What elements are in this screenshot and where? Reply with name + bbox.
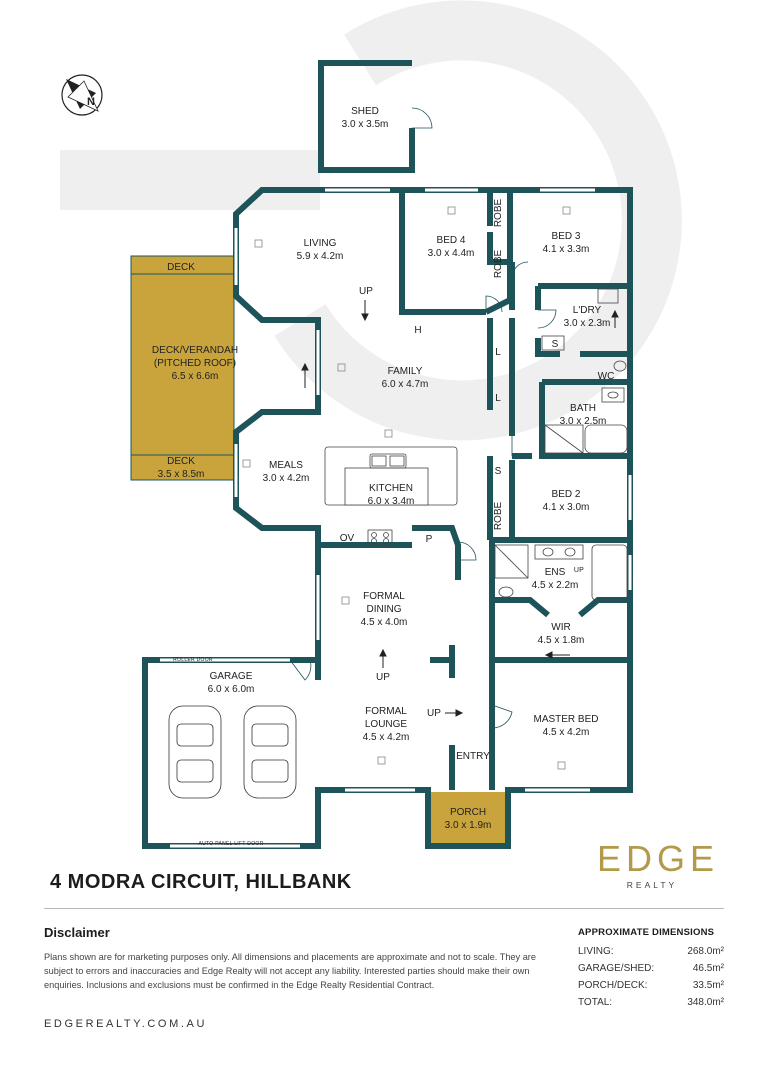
master-bed-name: MASTER BED <box>533 714 598 725</box>
formal-dining-size: 4.5 x 4.0m <box>361 617 408 628</box>
dimensions-title: APPROXIMATE DIMENSIONS <box>578 927 715 938</box>
meals-size: 3.0 x 4.2m <box>263 473 310 484</box>
divider <box>44 908 724 909</box>
entry-name: ENTRY <box>456 751 490 762</box>
linen-label: L <box>495 393 501 404</box>
walls <box>142 60 633 849</box>
porch-area <box>428 792 508 847</box>
dimensions-row: LIVING: 268.0m² <box>578 946 724 963</box>
formal-lounge-line2: LOUNGE <box>365 719 408 730</box>
floor-plan: N <box>60 0 682 849</box>
wir-size: 4.5 x 1.8m <box>538 635 585 646</box>
living-name: LIVING <box>304 238 337 249</box>
robe-label: ROBE <box>493 502 504 531</box>
direction-arrows <box>301 300 619 717</box>
kitchen-size: 6.0 x 3.4m <box>368 496 415 507</box>
car-icon <box>243 705 297 799</box>
dimensions-table: APPROXIMATE DIMENSIONS LIVING: 268.0m² G… <box>578 927 724 1014</box>
formal-lounge-line1: FORMAL <box>365 706 407 717</box>
disclaimer-text: Plans shown are for marketing purposes o… <box>44 952 536 990</box>
dimension-label: GARAGE/SHED: <box>578 963 655 974</box>
bed4-name: BED 4 <box>437 235 466 246</box>
up-label: UP <box>427 708 441 719</box>
deck-area <box>130 255 235 481</box>
laundry-size: 3.0 x 2.3m <box>564 318 611 329</box>
up-label: UP <box>359 286 373 297</box>
watermark-logo <box>60 0 682 441</box>
dimensions-row: PORCH/DECK: 33.5m² <box>578 980 724 997</box>
oven-label: OV <box>340 533 355 544</box>
deck-verandah-size: 6.5 x 6.6m <box>172 371 219 382</box>
bed3-size: 4.1 x 3.3m <box>543 244 590 255</box>
bath-size: 3.0 x 2.5m <box>560 416 607 427</box>
compass-north-label: N <box>87 96 95 108</box>
dimension-label: TOTAL: <box>578 997 613 1008</box>
disclaimer-title: Disclaimer <box>44 925 110 940</box>
robe-label: ROBE <box>493 199 504 228</box>
car-icon <box>168 705 222 799</box>
living-size: 5.9 x 4.2m <box>297 251 344 262</box>
formal-lounge-size: 4.5 x 4.2m <box>363 732 410 743</box>
garage-size: 6.0 x 6.0m <box>208 684 255 695</box>
deck-bottom-name: DECK <box>167 456 195 467</box>
meals-name: MEALS <box>269 460 303 471</box>
deck-top-name: DECK <box>167 262 195 273</box>
pantry-label: P <box>426 534 433 545</box>
auto-door-label: AUTO PANEL LIFT DOOR <box>199 841 264 847</box>
up-label: UP <box>376 672 390 683</box>
windows <box>160 188 632 848</box>
edge-realty-logo: EDGE REALTY <box>580 828 726 894</box>
robe-label: ROBE <box>493 250 504 279</box>
dimension-value: 46.5m² <box>692 963 724 974</box>
garage-name: GARAGE <box>210 671 253 682</box>
dimensions-row: TOTAL: 348.0m² <box>578 997 724 1014</box>
up-label: UP <box>574 567 584 574</box>
roller-door-label: ROLLER DOOR <box>173 657 213 663</box>
ens-size: 4.5 x 2.2m <box>532 580 579 591</box>
family-name: FAMILY <box>388 366 423 377</box>
bath-name: BATH <box>570 403 596 414</box>
bed4-size: 3.0 x 4.4m <box>428 248 475 259</box>
formal-dining-line1: FORMAL <box>363 591 405 602</box>
compass-icon: N <box>61 74 103 116</box>
dimension-value: 348.0m² <box>687 997 724 1008</box>
porch-name: PORCH <box>450 807 486 818</box>
dimension-label: LIVING: <box>578 946 614 957</box>
deck-verandah-line2: (PITCHED ROOF) <box>154 358 236 369</box>
bed3-name: BED 3 <box>552 231 581 242</box>
family-size: 6.0 x 4.7m <box>382 379 429 390</box>
logo-subtext: REALTY <box>626 880 678 890</box>
dimension-value: 268.0m² <box>687 946 724 957</box>
bed2-size: 4.1 x 3.0m <box>543 502 590 513</box>
master-bed-size: 4.5 x 4.2m <box>543 727 590 738</box>
bed2-name: BED 2 <box>552 489 581 500</box>
deck-verandah-line1: DECK/VERANDAH <box>152 345 238 356</box>
linen-label: L <box>495 347 501 358</box>
dimensions-row: GARAGE/SHED: 46.5m² <box>578 963 724 980</box>
website-link[interactable]: EDGEREALTY.COM.AU <box>44 1018 207 1030</box>
laundry-name: L'DRY <box>573 305 602 316</box>
dimension-label: PORCH/DECK: <box>578 980 648 991</box>
storage-label: S <box>552 339 559 350</box>
formal-dining-line2: DINING <box>367 604 402 615</box>
shed-name: SHED <box>351 106 379 117</box>
deck-bottom-size: 3.5 x 8.5m <box>158 469 205 480</box>
kitchen-name: KITCHEN <box>369 483 413 494</box>
logo-wordmark: EDGE <box>597 838 720 879</box>
storage-label: S <box>495 466 502 477</box>
door-swings <box>289 107 557 729</box>
property-address: 4 MODRA CIRCUIT, HILLBANK <box>50 871 352 893</box>
dimension-value: 33.5m² <box>692 980 724 991</box>
ens-name: ENS <box>545 567 566 578</box>
heater-label: H <box>414 325 421 336</box>
wir-name: WIR <box>551 622 570 633</box>
wc-name: WC <box>598 371 615 382</box>
porch-size: 3.0 x 1.9m <box>445 820 492 831</box>
fixtures <box>168 206 628 799</box>
shed-size: 3.0 x 3.5m <box>342 119 389 130</box>
